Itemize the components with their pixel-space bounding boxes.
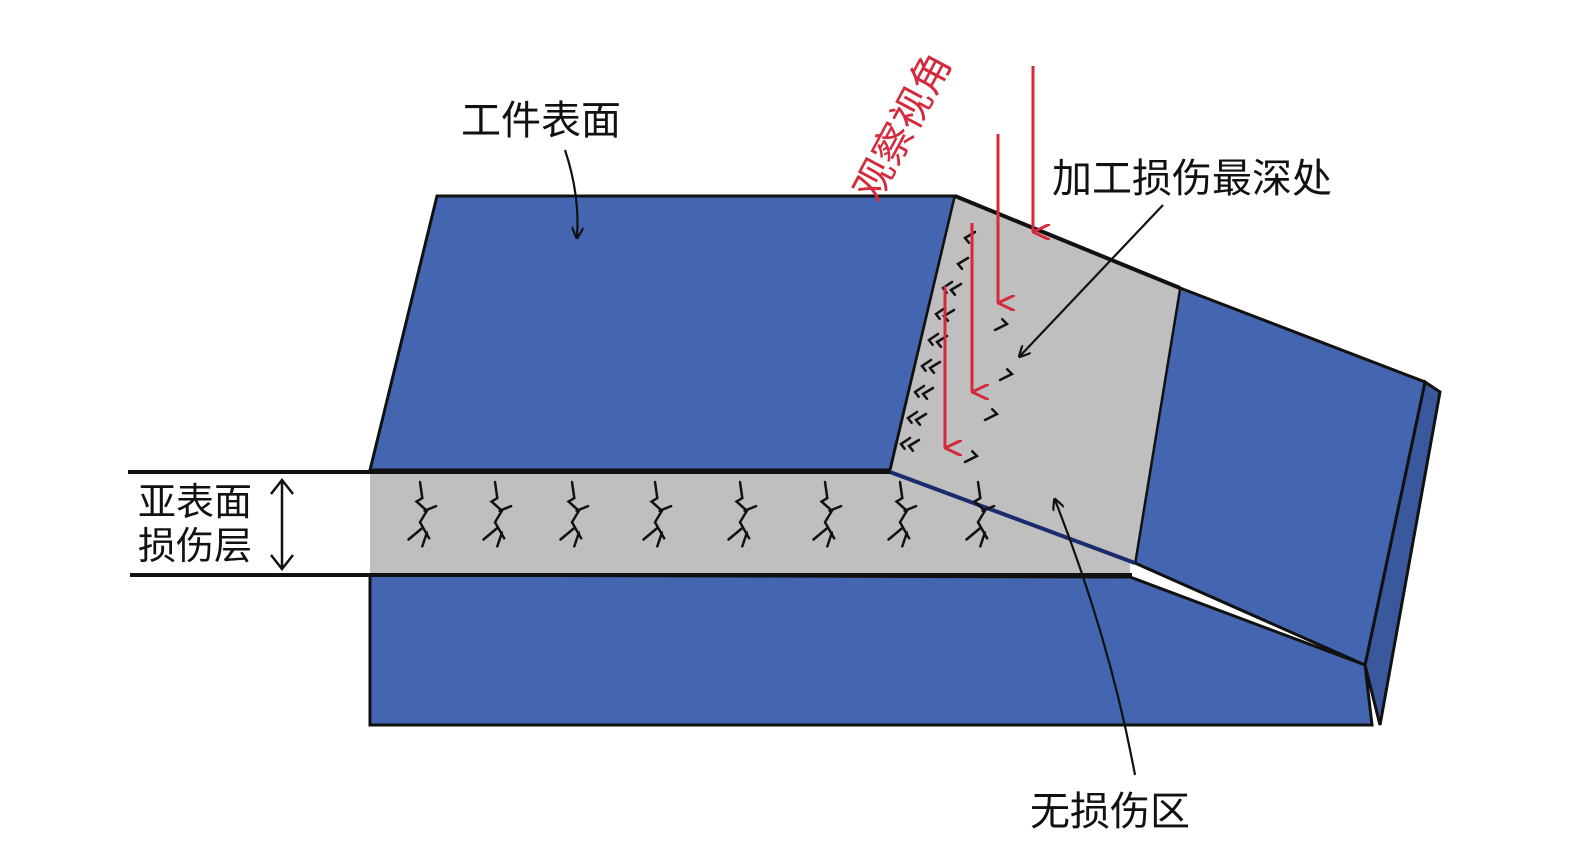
cut-surface-crack xyxy=(899,436,912,451)
subsurface-damage-layer xyxy=(370,472,1130,576)
cut-surface-crack xyxy=(998,367,1015,382)
cut-surface-crack xyxy=(914,412,928,427)
leader-no-damage-zone xyxy=(1055,500,1137,776)
cut-surface-crack xyxy=(956,256,970,271)
cut-surface-crack xyxy=(920,358,933,373)
leader-deepest-damage xyxy=(1020,204,1164,356)
label-subsurface-line1: 亚表面 xyxy=(138,480,253,524)
subsurface-crack xyxy=(482,480,513,548)
label-no-damage-zone: 无损伤区 xyxy=(1030,789,1190,835)
cut-surface-crack xyxy=(927,332,940,347)
cut-surface-crack xyxy=(934,306,947,321)
cut-bottom-edge xyxy=(889,470,1136,565)
subsurface-crack xyxy=(727,480,758,548)
label-workpiece-surface: 工件表面 xyxy=(461,98,621,144)
subsurface-crack xyxy=(642,480,673,548)
cut-surface-crack xyxy=(949,282,963,297)
subsurface-crack xyxy=(887,480,918,548)
cut-surface-crack xyxy=(983,407,1000,422)
label-subsurface-damage-layer: 亚表面 损伤层 xyxy=(138,483,252,565)
leader-workpiece-surface xyxy=(563,149,578,237)
workpiece-top-surface xyxy=(368,194,957,472)
subsurface-crack xyxy=(965,480,996,548)
cut-surface-crack xyxy=(963,449,980,464)
label-subsurface-line2: 损伤层 xyxy=(138,524,253,568)
cut-surface-crack xyxy=(906,410,919,425)
cut-surface-crack xyxy=(928,360,942,375)
observation-arrows xyxy=(943,66,1033,448)
cut-surface-cracks xyxy=(899,230,1015,464)
subsurface-crack xyxy=(407,480,438,548)
cut-surface-crack xyxy=(907,438,921,453)
subsurface-crack xyxy=(812,480,843,548)
subsurface-crack xyxy=(559,480,590,548)
cut-surface-crack xyxy=(921,386,935,401)
label-deepest-damage: 加工损伤最深处 xyxy=(1052,156,1332,202)
cut-top-edge xyxy=(954,194,1181,290)
cut-surface-crack xyxy=(993,317,1010,332)
cut-surface-crack xyxy=(913,384,926,399)
subsurface-cracks xyxy=(407,480,996,548)
